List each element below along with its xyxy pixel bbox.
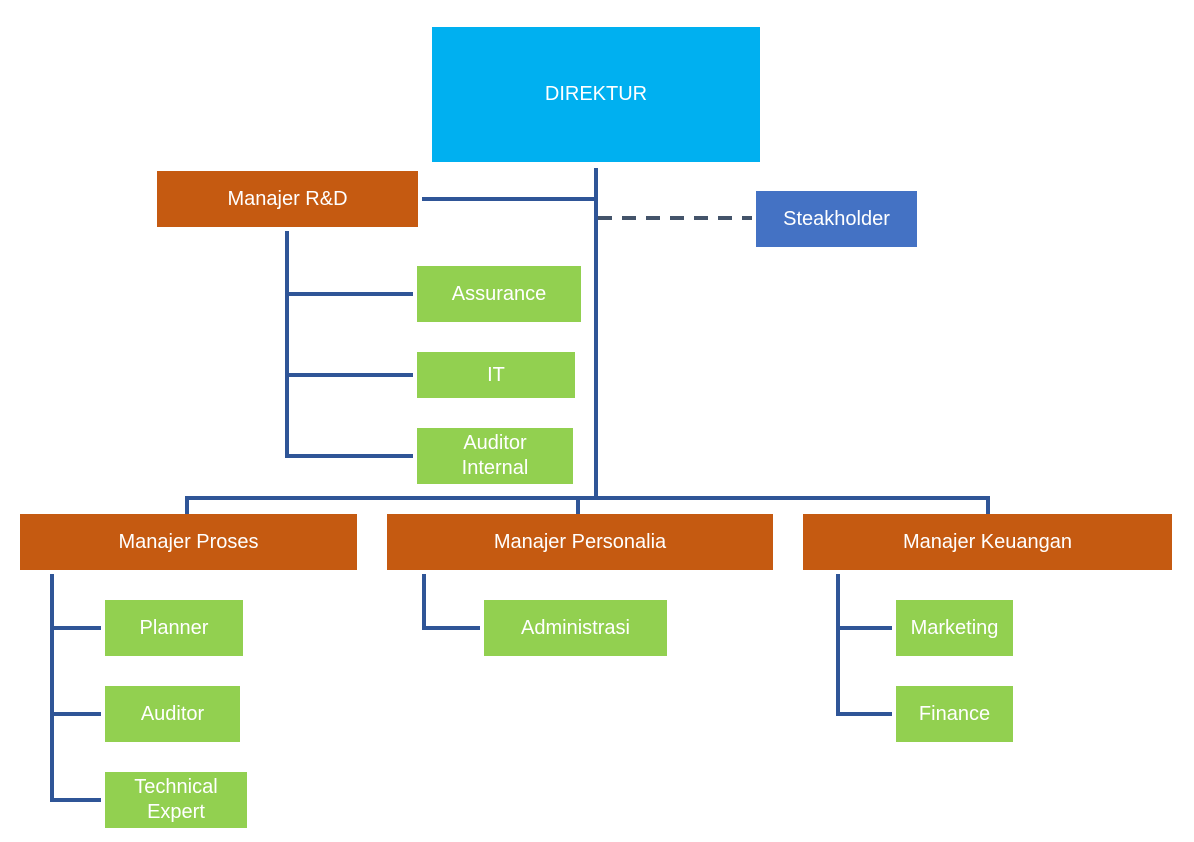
director-box: DIREKTUR bbox=[432, 27, 760, 162]
manager-personalia-box: Manajer Personalia bbox=[387, 514, 773, 570]
stakeholder-box: Steakholder bbox=[756, 191, 917, 247]
staff-technical-expert-label: Technical Expert bbox=[134, 776, 218, 823]
staff-marketing-box: Marketing bbox=[896, 600, 1013, 656]
staff-marketing-label: Marketing bbox=[910, 616, 999, 639]
manager-proses-label: Manajer Proses bbox=[118, 530, 259, 553]
director-label: DIREKTUR bbox=[544, 83, 648, 105]
staff-finance-box: Finance bbox=[896, 686, 1013, 742]
staff-it-box: IT bbox=[417, 352, 575, 398]
staff-finance-label: Finance bbox=[918, 702, 991, 725]
staff-administrasi-box: Administrasi bbox=[484, 600, 667, 656]
staff-planner-label: Planner bbox=[139, 616, 209, 639]
staff-assurance-box: Assurance bbox=[417, 266, 581, 322]
staff-auditor-internal-box: Auditor Internal bbox=[417, 428, 573, 484]
manager-rnd-box: Manajer R&D bbox=[157, 171, 418, 227]
manager-keuangan-box: Manajer Keuangan bbox=[803, 514, 1172, 570]
stakeholder-label: Steakholder bbox=[783, 207, 890, 230]
staff-auditor-box: Auditor bbox=[105, 686, 240, 742]
staff-technical-expert-box: Technical Expert bbox=[105, 772, 247, 828]
manager-keuangan-label: Manajer Keuangan bbox=[902, 530, 1072, 553]
staff-planner-box: Planner bbox=[105, 600, 243, 656]
staff-auditor-label: Auditor bbox=[140, 702, 205, 725]
manager-rnd-label: Manajer R&D bbox=[227, 187, 348, 210]
staff-assurance-label: Assurance bbox=[451, 282, 547, 305]
manager-personalia-label: Manajer Personalia bbox=[493, 530, 667, 553]
staff-administrasi-label: Administrasi bbox=[521, 616, 630, 639]
staff-auditor-internal-label: Auditor Internal bbox=[461, 432, 529, 479]
staff-it-label: IT bbox=[487, 363, 505, 386]
manager-proses-box: Manajer Proses bbox=[20, 514, 357, 570]
